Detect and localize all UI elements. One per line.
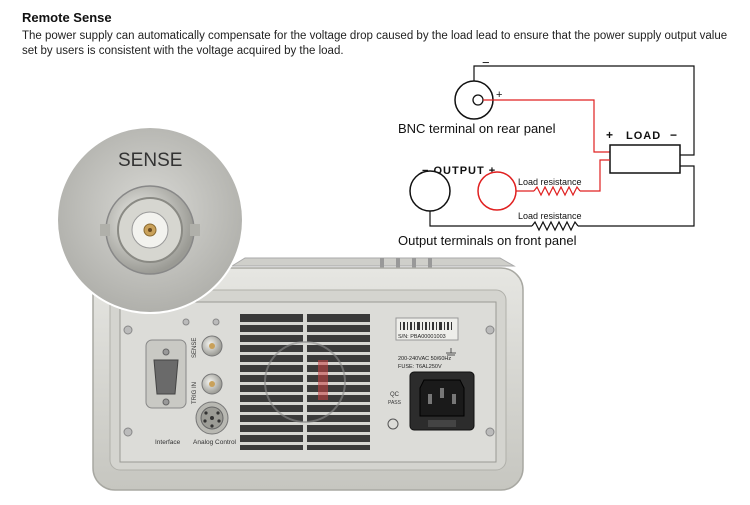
analog-pin xyxy=(210,424,214,428)
chassis-top xyxy=(230,257,516,267)
ground-symbol-icon xyxy=(387,418,399,430)
zoom-bnc-lug xyxy=(100,224,110,236)
rear-panel-photo: Interface SENSE TRIG IN Analog Control xyxy=(92,257,524,491)
top-ridge xyxy=(412,258,416,270)
load-resistance-bottom-label: Load resistance xyxy=(518,211,582,221)
trig-bnc-pin xyxy=(209,381,215,387)
bnc-terminal-label: BNC terminal on rear panel xyxy=(398,121,556,136)
fan-label xyxy=(318,360,328,400)
ground-icon xyxy=(446,348,456,356)
analog-pin xyxy=(216,411,220,415)
interface-label: Interface xyxy=(155,439,181,446)
analog-pin xyxy=(217,419,221,423)
serial-barcode xyxy=(400,322,452,330)
pass-label: PASS xyxy=(388,400,402,406)
section-description: The power supply can automatically compe… xyxy=(22,30,728,57)
top-ridge xyxy=(428,258,432,270)
panel-sense-label: SENSE xyxy=(192,338,198,358)
screw xyxy=(162,398,170,406)
sense-plus-wire xyxy=(483,99,610,153)
bnc-plus-sign: + xyxy=(496,89,502,101)
zoom-sense-label: SENSE xyxy=(118,150,182,171)
wiring-diagram: − + BNC terminal on rear panel + LOAD − … xyxy=(398,55,695,248)
serial-number: S/N: PBA00001003 xyxy=(398,334,446,340)
analog-pin xyxy=(203,419,207,423)
fan-blade-outline xyxy=(264,341,346,423)
vent-divider xyxy=(303,314,307,450)
db9-connector xyxy=(153,359,179,395)
panel-trig-label: TRIG IN xyxy=(192,382,198,404)
top-lead-to-load xyxy=(580,159,610,192)
sense-bnc-pin xyxy=(209,343,215,349)
screw xyxy=(162,348,170,356)
top-ridge xyxy=(380,258,384,270)
screw xyxy=(485,427,495,437)
zoom-bnc-lug xyxy=(190,224,200,236)
output-terminals-label: Output terminals on front panel xyxy=(398,233,577,248)
bottom-lead-to-load xyxy=(578,165,695,227)
bnc-terminal-pin xyxy=(472,94,484,106)
zoom-bnc-pin-hole xyxy=(148,228,152,232)
ac-pin xyxy=(428,394,432,404)
screw xyxy=(212,318,220,326)
zoom-screw xyxy=(214,128,242,154)
top-ridge xyxy=(396,258,400,270)
analog-pin xyxy=(204,411,208,415)
fuse-drawer xyxy=(428,420,456,427)
output-minus-terminal xyxy=(409,170,451,212)
bottom-lead-wire xyxy=(429,211,532,227)
analog-pin xyxy=(210,416,214,420)
analog-control-label: Analog Control xyxy=(193,439,237,446)
load-resistance-top-label: Load resistance xyxy=(518,177,582,187)
sense-minus-wire xyxy=(473,65,695,156)
bnc-minus-sign: − xyxy=(482,55,490,70)
qc-label: QC xyxy=(390,392,400,398)
load-box xyxy=(609,144,681,174)
top-load-resistor xyxy=(533,185,581,197)
bottom-load-resistor xyxy=(531,220,579,232)
screw xyxy=(123,325,133,335)
section-title: Remote Sense xyxy=(22,10,112,25)
load-label: LOAD xyxy=(626,130,661,142)
voltage-rating: 200-240VAC 50/60Hz xyxy=(398,356,451,362)
load-minus-sign: − xyxy=(670,128,677,142)
load-plus-sign: + xyxy=(606,128,613,142)
screw xyxy=(123,427,133,437)
output-plus-terminal xyxy=(477,171,517,211)
ac-pin xyxy=(440,388,444,398)
fuse-rating: FUSE: T6AL250V xyxy=(398,364,442,370)
screw xyxy=(182,318,190,326)
screw xyxy=(485,325,495,335)
ac-pin xyxy=(452,394,456,404)
